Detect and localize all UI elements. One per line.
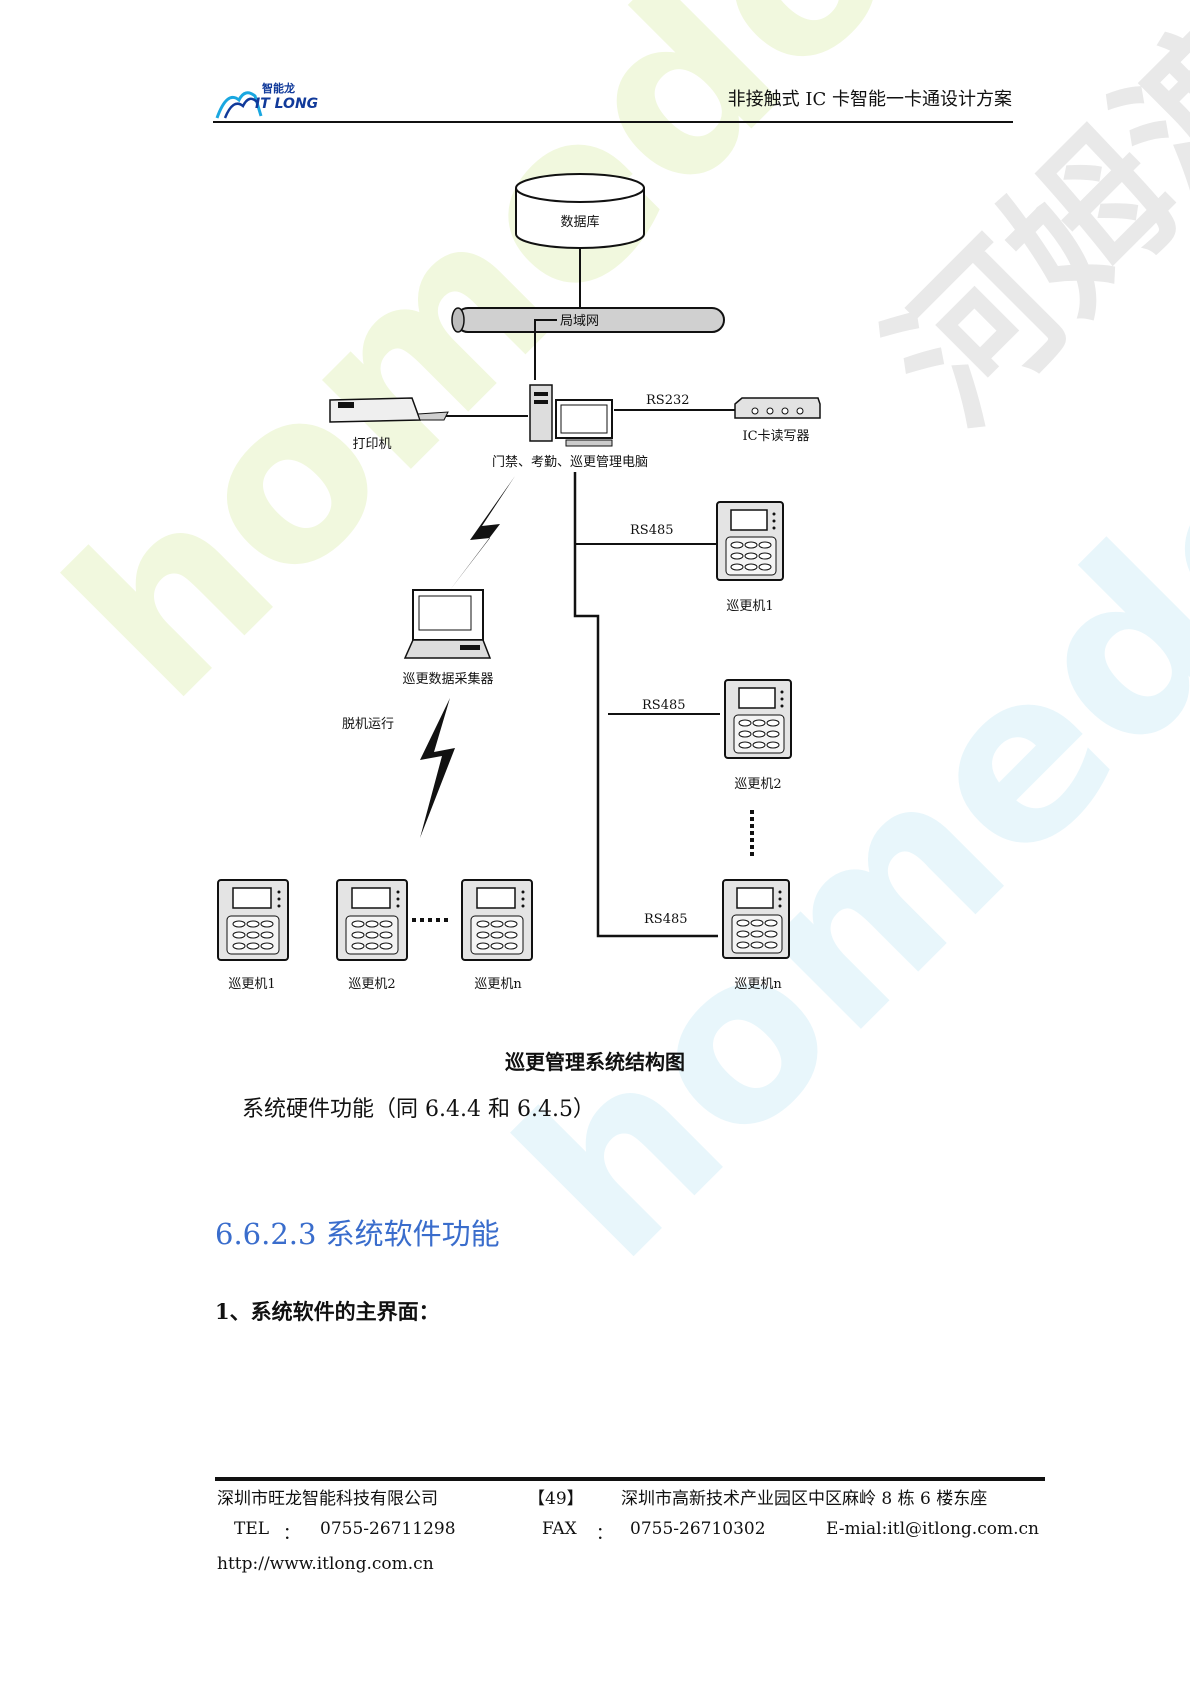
database-label: 数据库 [560,214,599,230]
offline-label: 脱机运行 [342,717,394,732]
software-subheading: 1、系统软件的主界面： [215,1299,440,1324]
section-heading: 6.6.2.3 系统软件功能 [215,1217,500,1251]
rs485-label-2: RS485 [642,698,686,713]
patrol-system-diagram: 数据库 局域网 打印机 门禁、考勤、巡更管理电脑 RS232 [217,173,821,992]
rs485-bus [573,472,718,938]
footer-company: 深圳市旺龙智能科技有限公司 [217,1489,438,1509]
patrol-terminal-icon [217,879,289,961]
card-reader-label: IC卡读写器 [742,429,809,444]
patrol-terminal-icon [461,879,533,961]
footer-url-link[interactable]: http://www.itlong.com.cn [217,1554,434,1574]
lan-pc-link [534,319,557,380]
itlong-logo-icon [215,91,263,119]
management-pc-icon [529,384,613,447]
footer-tel-colon: ： [283,1524,300,1544]
rs485-label-1: RS485 [630,523,674,538]
database-icon [515,173,645,249]
patrol-terminal-icon [336,879,408,961]
page-number: 【49】 [528,1489,584,1509]
card-reader-icon [734,397,821,419]
patrol-terminal-icon [722,879,790,959]
lan-label: 局域网 [560,314,599,329]
document-title: 非接触式 IC 卡智能一卡通设计方案 [727,89,1012,110]
header-rule [213,121,1013,123]
footer-fax-label: FAX [542,1519,577,1539]
logo-chinese-text: 智能龙 [262,82,295,95]
patrol-1-label: 巡更机1 [228,977,275,992]
data-collector-laptop-icon [403,589,492,659]
patrol-n-label: 巡更机n [734,977,782,992]
footer-fax-number: 0755-26710302 [630,1519,766,1539]
patrol-n-label: 巡更机n [474,977,522,992]
printer-icon [329,397,449,423]
footer-email: E-mial:itl@itlong.com.cn [826,1519,1039,1539]
patrol-2-label: 巡更机2 [348,977,395,992]
footer-rule [215,1477,1045,1481]
footer-fax-colon: ： [596,1524,613,1544]
figure-caption: 巡更管理系统结构图 [505,1050,685,1074]
patrol-terminal-icon [724,679,792,759]
footer-tel-number: 0755-26711298 [320,1519,456,1539]
logo-english-text: IT LONG [255,96,319,112]
footer-address: 深圳市高新技术产业园区中区麻岭 8 栋 6 楼东座 [621,1489,988,1509]
rs232-label: RS232 [646,393,690,408]
wireless-link-icon [450,476,515,590]
hardware-function-text: 系统硬件功能（同 6.4.4 和 6.4.5） [242,1097,595,1122]
collector-label: 巡更数据采集器 [402,671,493,687]
patrol-terminal-icon [716,501,784,581]
pc-label: 门禁、考勤、巡更管理电脑 [492,455,648,470]
lan-pipe-icon [451,307,725,333]
rs485-label-3: RS485 [644,912,688,927]
footer-tel-label: TEL [234,1519,270,1539]
printer-label: 打印机 [352,437,391,452]
patrol-2-label: 巡更机2 [734,777,781,792]
wireless-link-icon [420,698,455,838]
watermark-hemudu: 河姆渡 [855,0,1190,458]
patrol-1-label: 巡更机1 [726,599,773,614]
